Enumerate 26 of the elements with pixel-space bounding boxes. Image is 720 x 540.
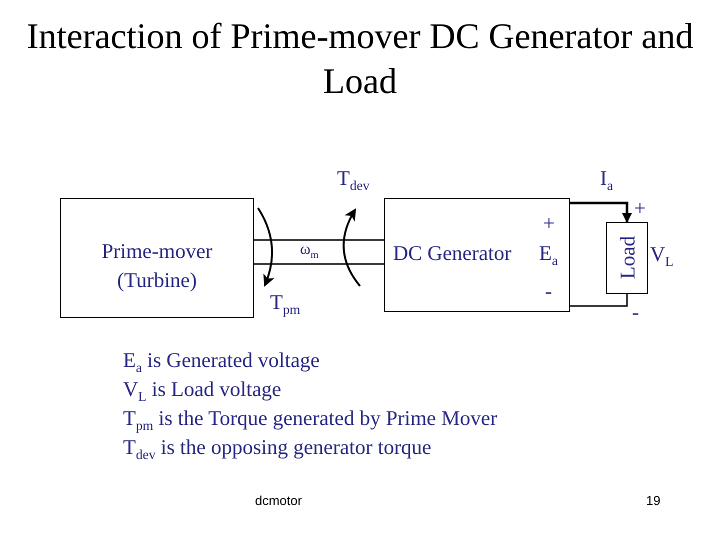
- voltage-symbol: E$_{a}$: [539, 243, 558, 268]
- wire: [570, 294, 628, 307]
- shaft: [253, 239, 385, 265]
- polarity-sign: -: [545, 281, 552, 302]
- current-label: I$_{a}$: [600, 168, 614, 193]
- polarity-sign: +: [543, 213, 555, 234]
- generator-name: DC Generator: [393, 243, 512, 264]
- voltage-label: V$_{L}$: [650, 244, 674, 269]
- generator-box: [384, 198, 570, 312]
- torque-label: T$_{pm}$: [270, 292, 300, 317]
- prime-mover-box: [60, 198, 254, 318]
- definition-text: T$_{pm}$ is the Torque generated by Prime Mover: [123, 408, 498, 433]
- wire: [570, 202, 632, 223]
- load-box: [606, 222, 648, 294]
- torque-label: T$_{dev}$: [337, 168, 370, 193]
- polarity-sign: -: [632, 302, 639, 323]
- footer-text: dcmotor: [255, 494, 302, 507]
- definition-text: E$_{a}$ is Generated voltage: [123, 350, 320, 375]
- slide-title: Interaction of Prime-mover DC Generator and Load: [26, 15, 694, 103]
- box-label: Prime-mover (Turbine): [100, 238, 214, 294]
- page-number: 19: [646, 494, 660, 507]
- box-label: Load: [618, 234, 638, 282]
- polarity-sign: +: [634, 198, 646, 219]
- definition-text: T$_{dev}$ is the opposing generator torque: [123, 437, 432, 462]
- definition-text: V$_{L}$ is Load voltage: [123, 379, 282, 404]
- shaft-speed-label: ω$_{m}$: [300, 242, 319, 262]
